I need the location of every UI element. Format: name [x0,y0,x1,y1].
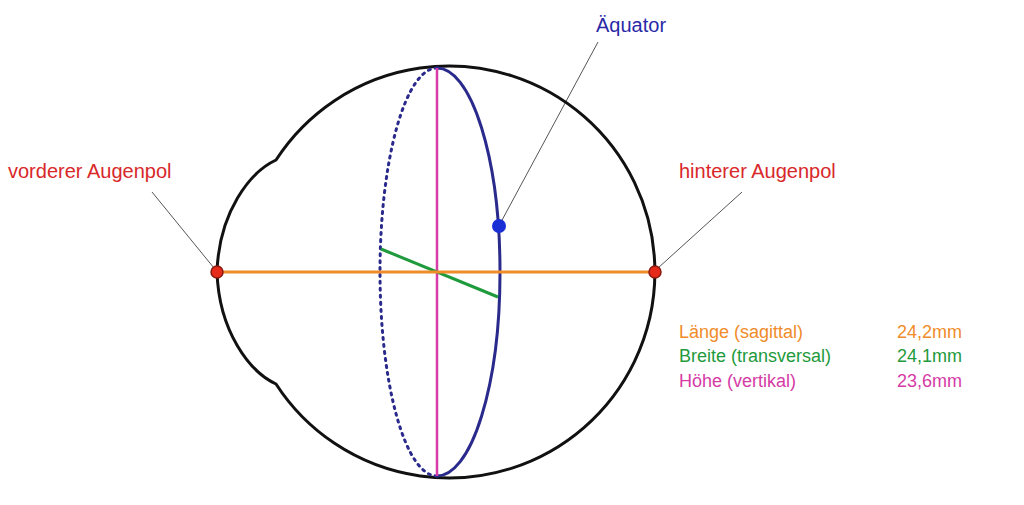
dimension-value: 23,6mm [897,371,962,392]
anterior-pole [211,266,223,278]
pole-label: vorderer Augenpol [8,160,171,183]
equator-point [492,219,506,233]
sagittal-axis [217,271,655,274]
leader-line [152,192,214,268]
dimension-name: Höhe (vertikal) [679,371,796,392]
pole-label: hinterer Augenpol [679,160,836,183]
eyeball-outline [217,66,655,478]
dimension-name: Länge (sagittal) [679,322,803,343]
posterior-pole [649,266,661,278]
dimension-name: Breite (transversal) [679,346,831,367]
dimension-value: 24,2mm [897,322,962,343]
dimension-value: 24,1mm [897,346,962,367]
leader-line [501,42,598,222]
equator-label: Äquator [596,14,666,37]
leader-line [658,192,742,268]
